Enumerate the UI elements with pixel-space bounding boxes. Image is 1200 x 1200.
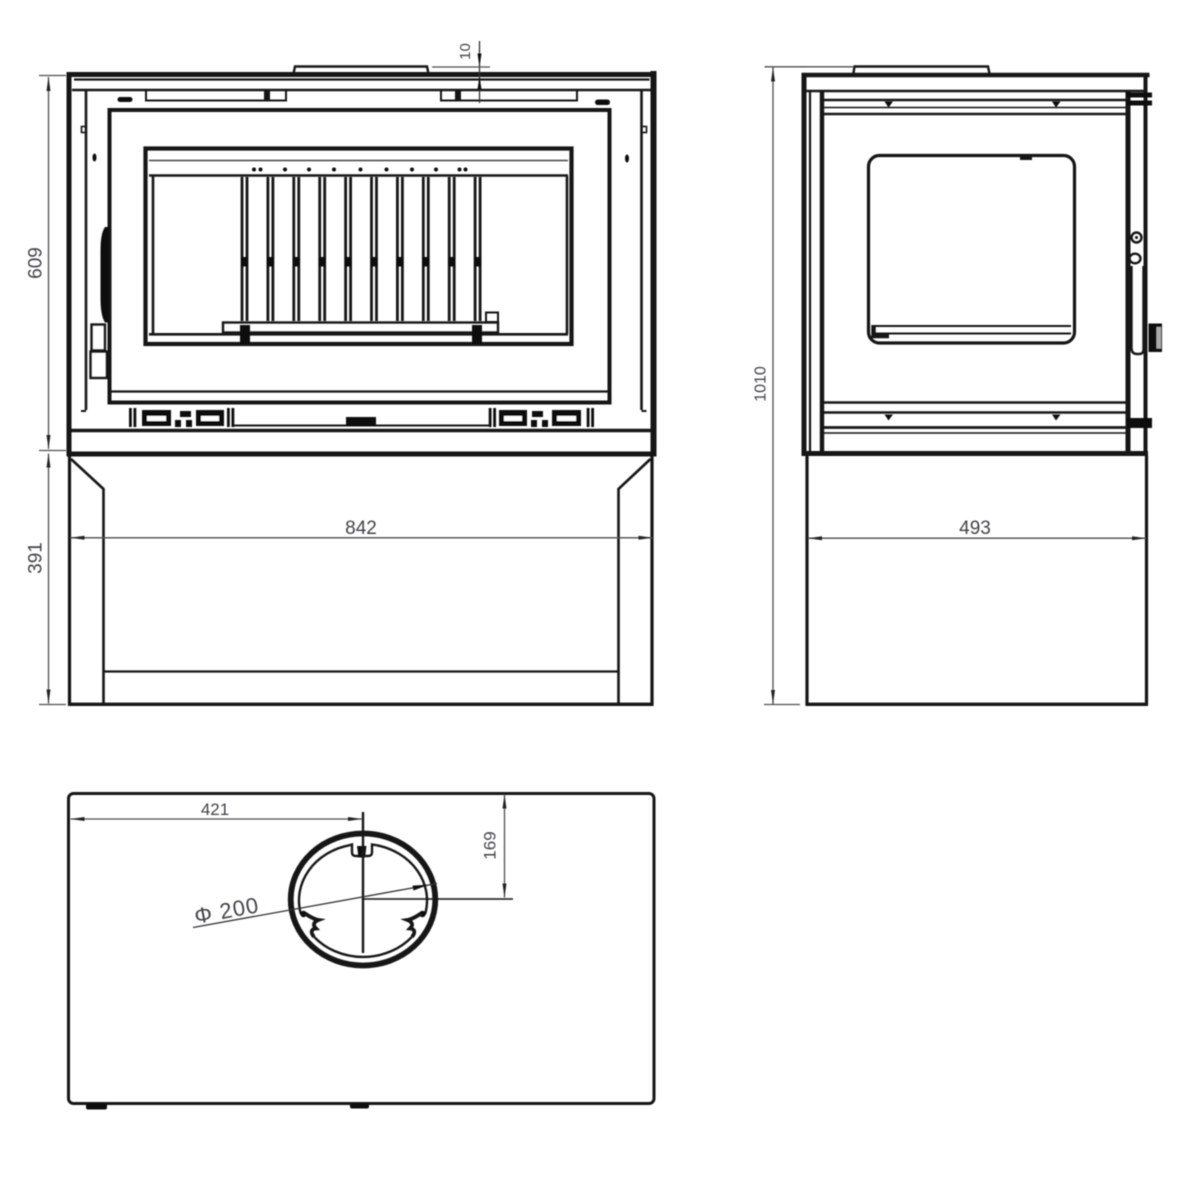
svg-text:10: 10 — [457, 43, 474, 60]
svg-text:Φ 200: Φ 200 — [192, 892, 261, 929]
svg-text:391: 391 — [26, 542, 47, 574]
svg-text:842: 842 — [345, 518, 377, 539]
svg-text:609: 609 — [26, 247, 47, 279]
svg-text:1010: 1010 — [753, 366, 770, 402]
svg-text:421: 421 — [201, 800, 229, 819]
svg-text:169: 169 — [480, 831, 499, 859]
svg-text:493: 493 — [959, 518, 991, 539]
